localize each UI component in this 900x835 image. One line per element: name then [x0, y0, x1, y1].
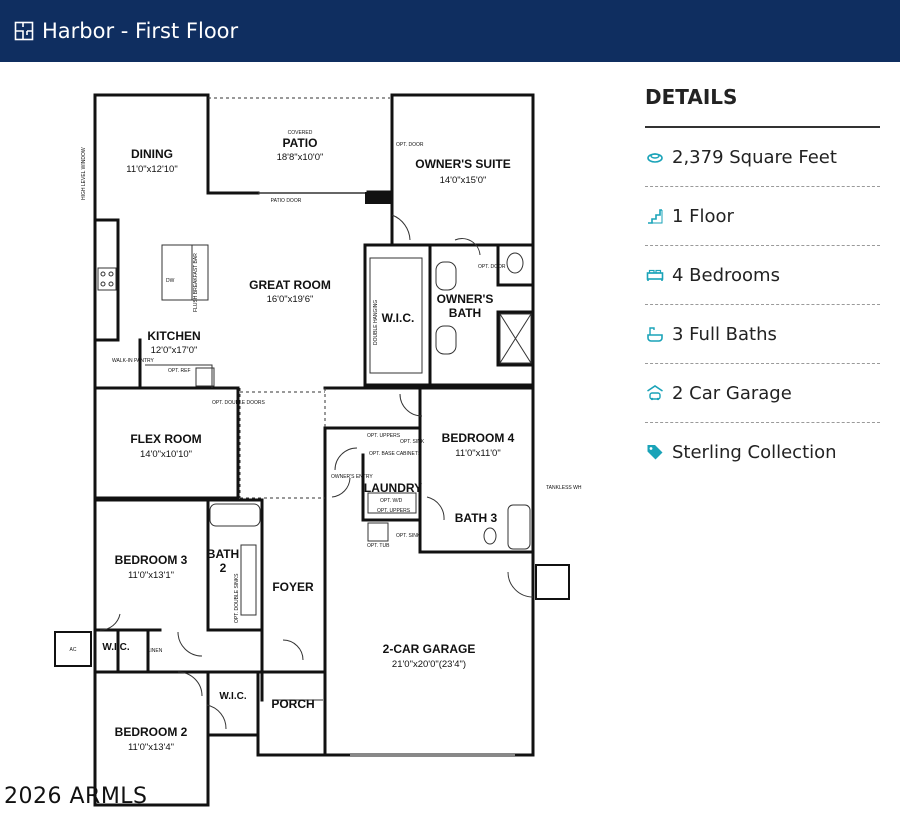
- flex-room-label: FLEX ROOM: [130, 432, 201, 446]
- detail-collection: Sterling Collection: [645, 423, 880, 481]
- details-title: DETAILS: [645, 85, 738, 109]
- detail-bedrooms: 4 Bedrooms: [645, 246, 880, 305]
- bath-icon: [646, 325, 664, 343]
- detail-baths: 3 Full Baths: [645, 305, 880, 364]
- bed-icon: [646, 266, 664, 284]
- detail-text: 1 Floor: [672, 205, 734, 227]
- flex-room-dim: 14'0"x10'10": [140, 449, 192, 460]
- bedroom4-dim: 11'0"x11'0": [455, 448, 500, 459]
- great-room-dim: 16'0"x19'6": [267, 294, 314, 305]
- title-bar: Harbor - First Floor: [0, 0, 900, 62]
- garage-label: 2-CAR GARAGE: [383, 642, 476, 656]
- detail-floors: 1 Floor: [645, 187, 880, 246]
- owners-bath-label-2: BATH: [449, 306, 481, 320]
- square-feet-icon: [646, 148, 664, 166]
- bath2-label-1: BATH: [207, 547, 239, 561]
- wic-bed3-label: W.I.C.: [102, 642, 129, 653]
- dining-label: DINING: [131, 147, 173, 161]
- owners-suite-label: OWNER'S SUITE: [415, 157, 511, 171]
- opt-tub-note: OPT. TUB: [367, 543, 390, 549]
- detail-text: 4 Bedrooms: [672, 264, 780, 286]
- copyright-watermark: 2026 ARMLS: [4, 784, 148, 809]
- page-title: Harbor - First Floor: [42, 19, 239, 43]
- detail-square-feet: 2,379 Square Feet: [645, 128, 880, 187]
- dining-dim: 11'0"x12'10": [126, 164, 177, 175]
- bedroom4-label: BEDROOM 4: [442, 431, 515, 445]
- wic-owner-label: W.I.C.: [382, 311, 415, 325]
- patio-door-note: PATIO DOOR: [271, 198, 302, 204]
- opt-base-cabinets-note: OPT. BASE CABINETS: [369, 451, 422, 457]
- wic-bed2-label: W.I.C.: [219, 691, 246, 702]
- opt-door-owner-note: OPT. DOOR: [478, 264, 506, 270]
- detail-text: Sterling Collection: [672, 441, 837, 463]
- bedroom2-dim: 11'0"x13'4": [128, 742, 174, 753]
- floorplan-icon: [14, 21, 34, 41]
- details-panel: DETAILS 2,379 Square Feet 1 Floor 4 Bedr…: [645, 62, 880, 481]
- floor-plan: DINING 11'0"x12'10" COVERED PATIO 18'8"x…: [0, 62, 640, 835]
- owners-suite-dim: 14'0"x15'0": [440, 175, 487, 186]
- tankless-wh-note: TANKLESS WH: [546, 485, 582, 491]
- great-room-label: GREAT ROOM: [249, 278, 331, 292]
- owners-entry-note: OWNER'S ENTRY: [331, 474, 373, 480]
- opt-double-sinks-note: OPT. DOUBLE SINKS: [234, 573, 240, 623]
- patio-dim: 18'8"x10'0": [277, 152, 324, 163]
- bedroom3-label: BEDROOM 3: [115, 553, 188, 567]
- opt-sink2-note: OPT. SINK: [396, 533, 421, 539]
- stairs-icon: [646, 207, 664, 225]
- kitchen-label: KITCHEN: [147, 329, 200, 343]
- opt-uppers2-note: OPT. UPPERS: [377, 508, 411, 514]
- detail-text: 3 Full Baths: [672, 323, 777, 345]
- garage-icon: [646, 384, 664, 402]
- bath2-label-2: 2: [220, 561, 227, 575]
- details-divider: [645, 126, 880, 128]
- linen-label: LINEN: [148, 648, 163, 654]
- detail-text: 2,379 Square Feet: [672, 146, 837, 168]
- opt-sink-note: OPT. SINK: [400, 439, 425, 445]
- detail-garage: 2 Car Garage: [645, 364, 880, 423]
- owners-bath-label-1: OWNER'S: [437, 292, 494, 306]
- double-hanging-note: DOUBLE HANGING: [373, 300, 379, 345]
- porch-label: PORCH: [271, 697, 314, 711]
- walk-in-pantry-note: WALK-IN PANTRY: [112, 358, 155, 364]
- opt-double-doors-note: OPT. DOUBLE DOORS: [212, 400, 265, 406]
- garage-dim: 21'0"x20'0"(23'4"): [392, 659, 466, 670]
- patio-label: PATIO: [283, 136, 318, 150]
- flush-breakfast-bar-note: FLUSH BREAKFAST BAR: [193, 253, 199, 312]
- tag-icon: [646, 443, 664, 461]
- bath3-label: BATH 3: [455, 511, 498, 525]
- patio-covered: COVERED: [288, 130, 313, 136]
- opt-door-note: OPT. DOOR: [396, 142, 424, 148]
- detail-text: 2 Car Garage: [672, 382, 792, 404]
- opt-wd-note: OPT. W/D: [380, 498, 403, 504]
- ac-label: AC: [70, 647, 77, 653]
- bedroom3-dim: 11'0"x13'1": [128, 570, 174, 581]
- foyer-label: FOYER: [272, 580, 314, 594]
- opt-ref-note: OPT. REF: [168, 368, 191, 374]
- high-level-window-note: HIGH LEVEL WINDOW: [81, 147, 87, 200]
- bedroom2-label: BEDROOM 2: [115, 725, 188, 739]
- opt-uppers-note: OPT. UPPERS: [367, 433, 401, 439]
- laundry-label: LAUNDRY: [364, 481, 422, 495]
- floor-plan-drawing: DINING 11'0"x12'10" COVERED PATIO 18'8"x…: [54, 93, 582, 807]
- dw-note: DW: [166, 278, 175, 284]
- kitchen-dim: 12'0"x17'0": [151, 345, 198, 356]
